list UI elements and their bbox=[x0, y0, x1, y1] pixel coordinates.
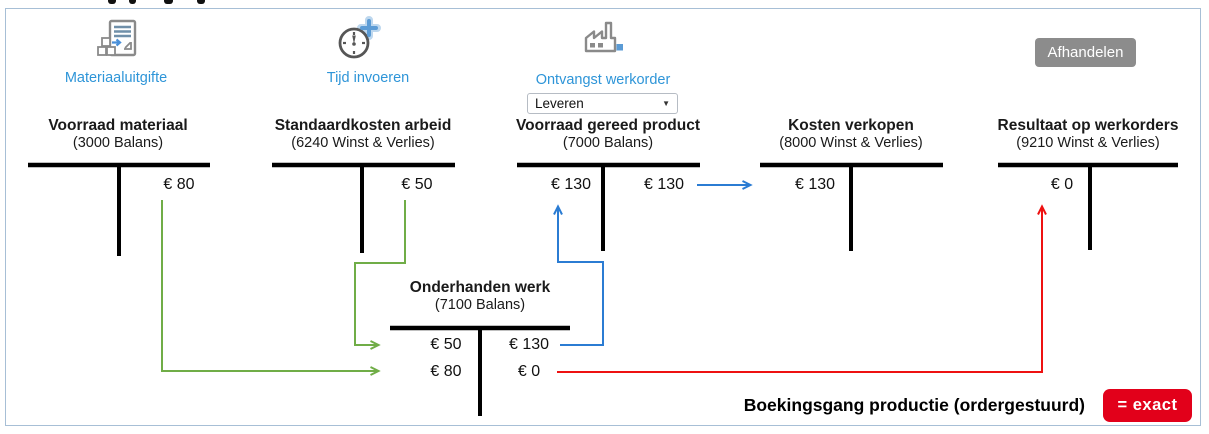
amount-onderhanden-debit-1: € 50 bbox=[430, 336, 462, 353]
account-subtitle: (7000 Balans) bbox=[562, 134, 654, 151]
account-subtitle: (9210 Winst & Verlies) bbox=[1016, 134, 1160, 151]
account-title: Voorraad gereed product bbox=[515, 117, 701, 134]
afhandelen-button[interactable]: Afhandelen bbox=[1035, 38, 1136, 67]
account-title: Voorraad materiaal bbox=[48, 117, 188, 134]
amount-gereed-product-credit: € 130 bbox=[643, 176, 685, 193]
diagram-frame bbox=[5, 8, 1201, 426]
factory-icon bbox=[578, 15, 626, 63]
account-voorraad-gereed-product: Voorraad gereed product (7000 Balans) bbox=[493, 117, 723, 152]
account-title: Resultaat op werkorders bbox=[997, 117, 1179, 134]
amount-voorraad-materiaal-credit: € 80 bbox=[163, 176, 195, 193]
account-voorraad-materiaal: Voorraad materiaal (3000 Balans) bbox=[3, 117, 233, 152]
materiaaluitgifte-link[interactable]: Materiaaluitgifte bbox=[64, 70, 168, 86]
amount-onderhanden-credit-2: € 0 bbox=[517, 363, 541, 380]
account-resultaat-op-werkorders: Resultaat op werkorders (9210 Winst & Ve… bbox=[973, 117, 1203, 152]
leveren-dropdown-value: Leveren bbox=[535, 96, 584, 111]
leveren-dropdown[interactable]: Leveren ▼ bbox=[527, 93, 678, 114]
account-subtitle: (3000 Balans) bbox=[72, 134, 164, 151]
account-onderhanden-werk: Onderhanden werk (7100 Balans) bbox=[365, 279, 595, 314]
cropped-text-artifact bbox=[164, 0, 173, 4]
chevron-down-icon: ▼ bbox=[662, 99, 670, 108]
account-subtitle: (7100 Balans) bbox=[434, 296, 526, 313]
amount-onderhanden-debit-2: € 80 bbox=[430, 363, 462, 380]
material-issue-icon bbox=[94, 17, 142, 65]
amount-kosten-verkopen-debit: € 130 bbox=[794, 176, 836, 193]
account-title: Onderhanden werk bbox=[409, 279, 551, 296]
cropped-text-artifact bbox=[129, 0, 136, 4]
cropped-text-artifact bbox=[108, 0, 116, 4]
account-title: Standaardkosten arbeid bbox=[274, 117, 452, 134]
amount-onderhanden-credit-1: € 130 bbox=[508, 336, 550, 353]
account-title: Kosten verkopen bbox=[788, 117, 914, 134]
stopwatch-plus-icon bbox=[333, 16, 381, 64]
amount-resultaat-debit: € 0 bbox=[1050, 176, 1074, 193]
amount-standaardkosten-credit: € 50 bbox=[401, 176, 433, 193]
cropped-text-artifact bbox=[197, 0, 205, 4]
tijd-invoeren-link[interactable]: Tijd invoeren bbox=[326, 70, 410, 86]
account-subtitle: (6240 Winst & Verlies) bbox=[291, 134, 435, 151]
amount-gereed-product-debit: € 130 bbox=[550, 176, 592, 193]
account-standaardkosten-arbeid: Standaardkosten arbeid (6240 Winst & Ver… bbox=[248, 117, 478, 152]
account-kosten-verkopen: Kosten verkopen (8000 Winst & Verlies) bbox=[736, 117, 966, 152]
account-subtitle: (8000 Winst & Verlies) bbox=[779, 134, 923, 151]
exact-logo: = exact bbox=[1103, 389, 1192, 422]
ontvangst-werkorder-link[interactable]: Ontvangst werkorder bbox=[535, 72, 671, 88]
diagram-caption: Boekingsgang productie (ordergestuurd) bbox=[743, 395, 1085, 415]
